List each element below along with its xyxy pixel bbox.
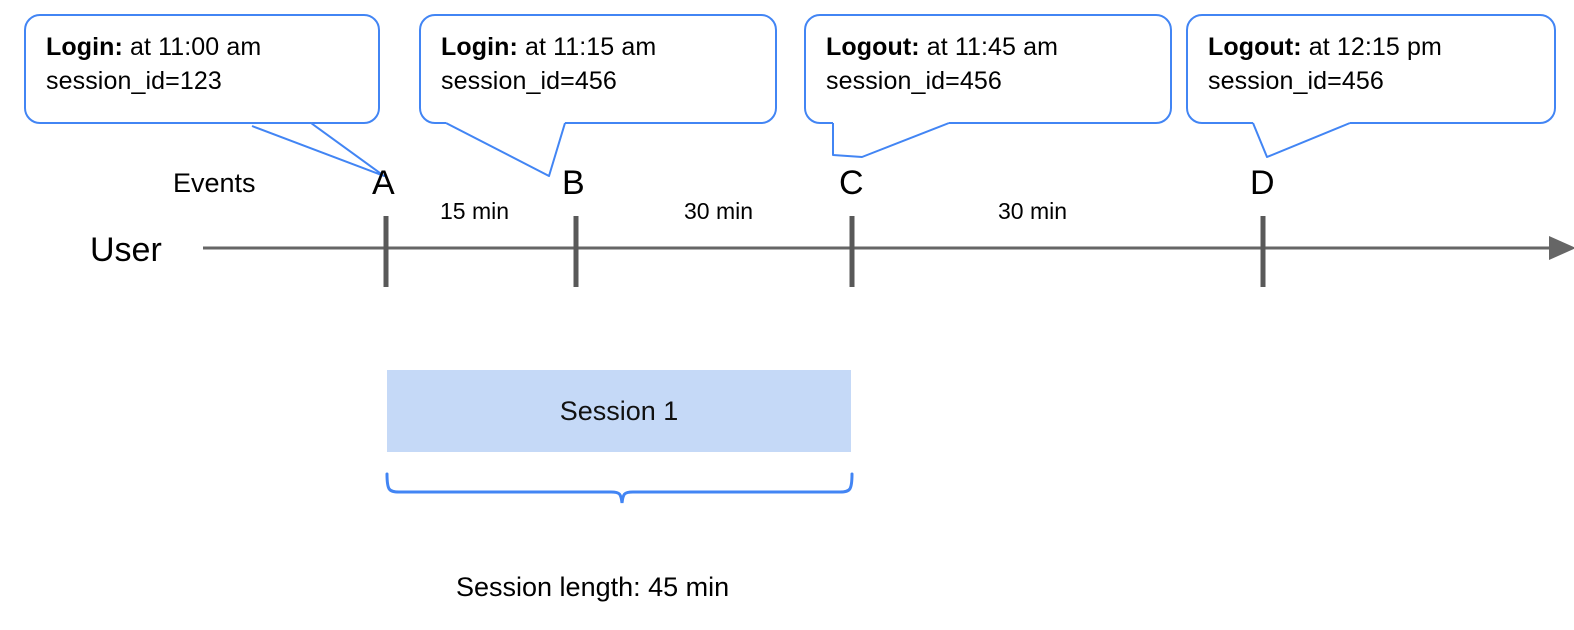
callout-a-detail: at 11:00 am — [122, 33, 262, 61]
callout-b-line1: Login: at 11:15 am — [441, 30, 757, 64]
callout-event-a: Login: at 11:00 am session_id=123 — [24, 14, 380, 124]
session-length-caption: Session length: 45 min — [456, 572, 730, 602]
gap-label-c-d: 30 min — [998, 198, 1068, 224]
event-letter-d: D — [1250, 164, 1275, 202]
callout-b-action: Login: — [441, 33, 518, 61]
event-letter-a: A — [372, 164, 395, 202]
callout-event-b: Login: at 11:15 am session_id=456 — [419, 14, 777, 124]
callout-a-tail — [251, 122, 385, 177]
event-letter-b: B — [562, 164, 585, 202]
callout-c-action: Logout: — [826, 33, 920, 61]
event-letter-c: C — [839, 164, 864, 202]
callout-a-tail-fill — [252, 122, 384, 176]
callout-b-tail — [445, 122, 566, 177]
callout-event-c: Logout: at 11:45 am session_id=456 — [804, 14, 1172, 124]
callout-b-detail: at 11:15 am — [517, 33, 657, 61]
session-bar: Session 1 — [387, 370, 851, 452]
callout-d-action: Logout: — [1208, 33, 1302, 61]
row-label-user: User — [90, 231, 162, 269]
callout-c-detail: at 11:45 am — [919, 33, 1059, 61]
gap-label-b-c: 30 min — [684, 198, 754, 224]
callout-a-action: Login: — [46, 33, 123, 61]
callout-event-d: Logout: at 12:15 pm session_id=456 — [1186, 14, 1556, 124]
callout-d-line1: Logout: at 12:15 pm — [1208, 30, 1536, 64]
callout-c-tail — [832, 122, 950, 158]
callout-d-session: session_id=456 — [1208, 67, 1384, 95]
callout-a-line1: Login: at 11:00 am — [46, 30, 360, 64]
session-bar-label: Session 1 — [559, 395, 679, 426]
callout-a-session: session_id=123 — [46, 67, 222, 95]
callout-b-session: session_id=456 — [441, 67, 617, 95]
row-label-events: Events — [173, 168, 256, 198]
callout-d-detail: at 12:15 pm — [1301, 33, 1442, 61]
callout-d-tail — [1252, 122, 1351, 158]
gap-label-a-b: 15 min — [440, 198, 510, 224]
session-brace — [385, 472, 854, 504]
callout-c-session: session_id=456 — [826, 67, 1002, 95]
callout-c-line1: Logout: at 11:45 am — [826, 30, 1152, 64]
